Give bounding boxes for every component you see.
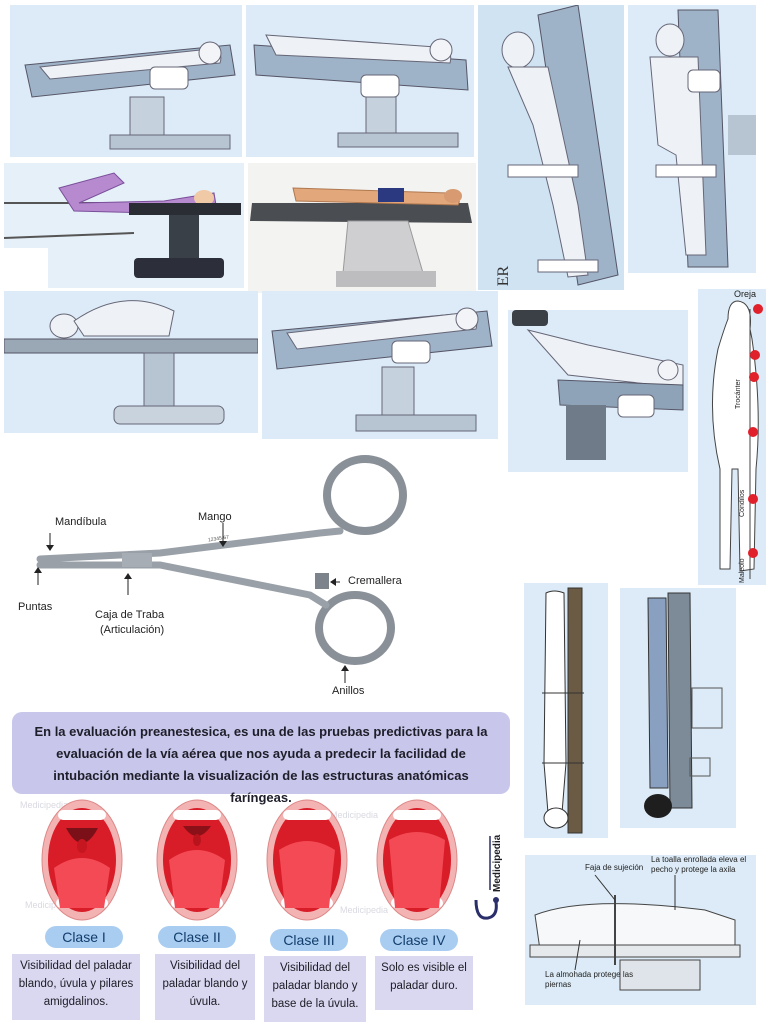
mouth-class-2-icon [156,799,238,921]
legs-raised-position-illustration [512,310,684,460]
watermark: Medicipedia [330,810,379,820]
supine-position-panel [262,291,498,439]
strap-label: Faja de sujeción [585,863,644,872]
lateral-strap-panel: Faja de sujeción La toalla enrollada ele… [525,855,756,1005]
mallampati-description: En la evaluación preanestesica, es una d… [12,712,510,805]
mouth-class-3-icon [266,799,348,921]
patient-on-table-photo [250,187,472,287]
trochanter-label: Trocánter [735,379,742,409]
patient-photo-panel [248,163,476,293]
handle-label: Mango [198,511,232,523]
reverse-trendelenburg-panel: ER [478,5,624,290]
mouth-class-1-icon [41,799,123,921]
reverse-trendelenburg-illustration [501,5,619,286]
tips-label: Puntas [18,601,53,613]
hip-marker [749,372,759,382]
towel-label: La toalla enrollada eleva el pecho y pro… [651,855,747,874]
supine-position-panel [246,5,474,157]
lithotomy-panel [4,163,244,288]
mandible-label: Mandíbula [55,516,107,528]
forceps-diagram: Mandíbula Mango Puntas Caja de Traba (Ar… [10,445,450,705]
knee-chest-panel [4,291,258,433]
supine-position-panel [10,5,242,157]
pillow-label: La almohada protege las piernas [545,970,634,989]
class-1-label: Clase I [45,926,123,948]
brand-logo: Medicipedia [470,830,510,926]
ear-marker [753,304,763,314]
class-4-label: Clase IV [380,929,458,951]
lateral-position-drawing [542,587,584,834]
body-outline-illustration [712,300,763,579]
watermark: Medicipedia [340,905,389,915]
ear-label: Oreja [734,289,757,299]
standing-position-panel [628,5,756,273]
malleolus-marker [748,548,758,558]
head-down-position-panel [620,588,736,828]
mallampati-mouths [40,798,480,924]
brand-name: Medicipedia [492,834,503,892]
articulation-label: (Articulación) [100,624,165,636]
class-3-description: Visibilidad del paladar blando y base de… [264,956,366,1022]
knee-chest-position-illustration [4,300,258,425]
class-2-label: Clase II [158,926,236,948]
lateral-position-panel [524,583,608,838]
watermark: Medicipedia [25,900,74,910]
class-3-label: Clase III [270,929,348,951]
lithotomy-position-illustration [4,172,241,288]
class-2-description: Visibilidad del paladar blando y úvula. [155,954,255,1020]
class-4-description: Solo es visible el paladar duro. [375,956,473,1010]
condyle-marker [748,494,758,504]
class-1-description: Visibilidad del paladar blando, úvula y … [12,954,140,1020]
rings-label: Anillos [332,685,365,697]
mouth-class-4-icon [376,799,458,921]
legs-raised-panel [508,310,688,472]
supine-position-illustration [271,307,493,432]
lateral-position-with-strap-drawing [529,874,741,991]
standing-position-illustration [649,9,756,268]
box-lock-label: Caja de Traba [95,609,165,621]
shoulder-marker [750,350,760,360]
condyles-label: Cóndilos [739,489,746,517]
trochanter-marker [748,427,758,437]
malleolus-label: Maleolo [739,558,746,583]
head-down-position-drawing [644,592,723,818]
supine-position-illustration [253,34,469,148]
side-text: ER [495,265,513,287]
stethoscope-icon [474,836,499,920]
body-landmarks-panel: Oreja Trocánter Cóndilos Maleolo [698,289,766,585]
hemostatic-forceps-illustration [34,455,407,683]
supine-position-illustration [24,41,236,150]
watermark: Medicipedia [20,800,69,810]
ratchet-label: Cremallera [348,575,402,587]
